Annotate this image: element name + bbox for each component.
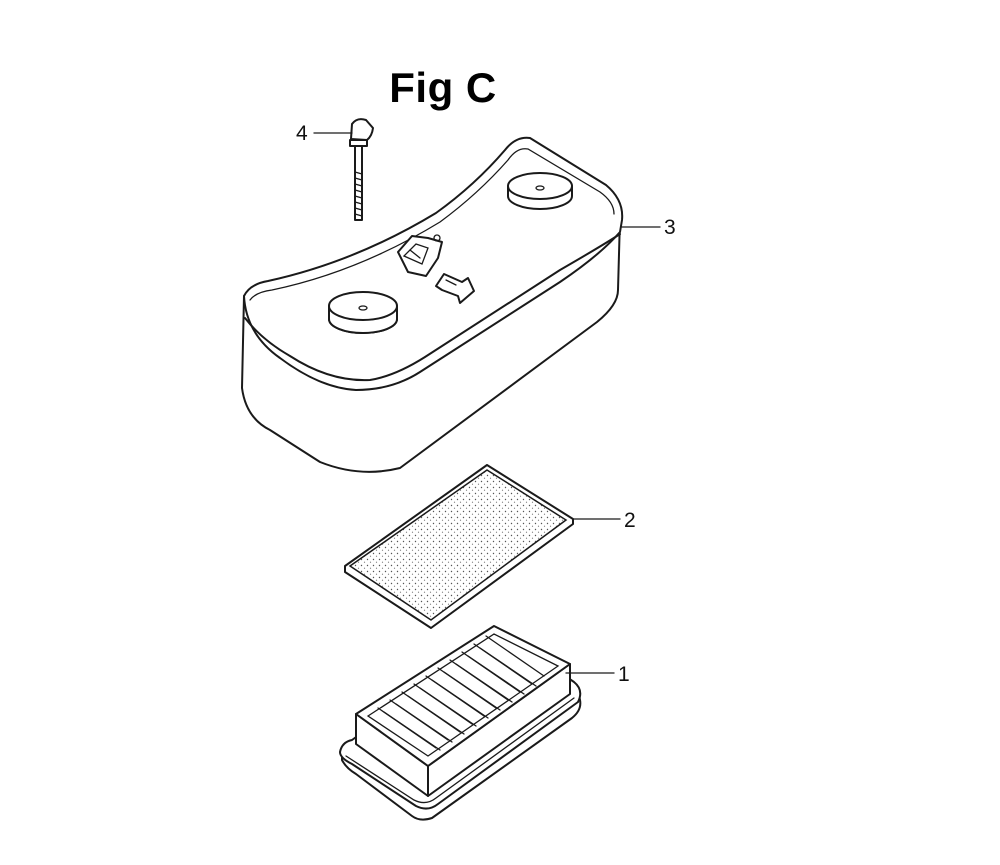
air-filter-element-part: [339, 625, 582, 821]
cover-left-boss: [328, 291, 398, 334]
cover-right-boss: [507, 172, 573, 210]
callout-label-3: 3: [664, 216, 676, 239]
cover-emblem: [397, 234, 443, 277]
figure-title: Fig C: [389, 64, 497, 111]
air-cleaner-cover-part: [241, 136, 624, 473]
callout-1: 1: [565, 663, 630, 686]
callout-3: 3: [621, 216, 676, 239]
callout-label-1: 1: [618, 663, 630, 686]
wing-bolt-part: [349, 118, 374, 221]
callout-label-2: 2: [624, 509, 636, 532]
pre-filter-pad-part: [344, 464, 574, 629]
callout-label-4: 4: [296, 122, 308, 145]
callout-4: 4: [296, 122, 353, 145]
callout-2: 2: [572, 509, 636, 532]
cover-arrow-mark: [435, 273, 475, 304]
